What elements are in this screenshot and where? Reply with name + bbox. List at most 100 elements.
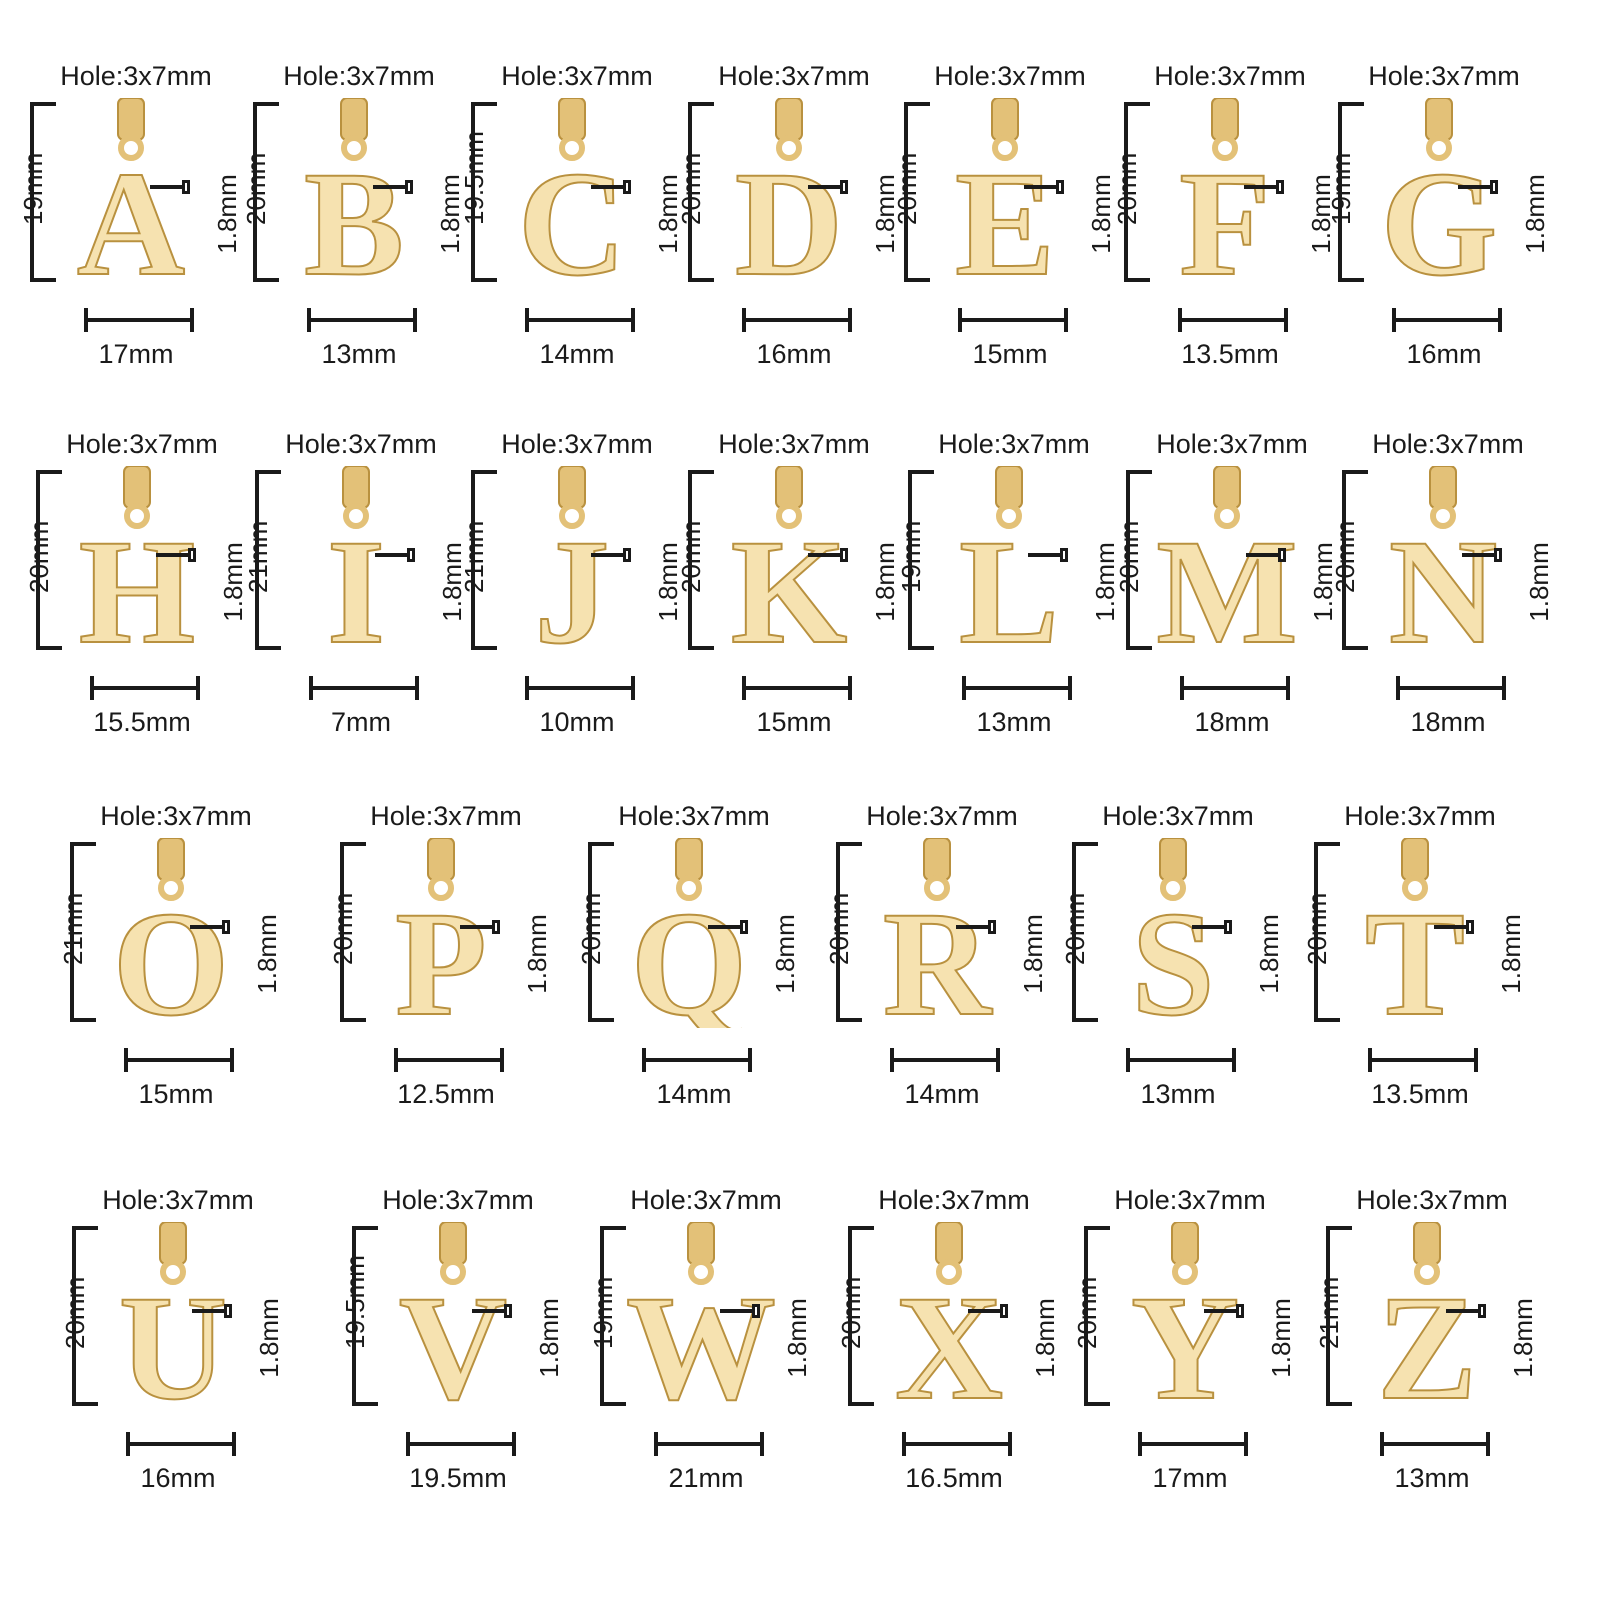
pendant-cell-p: Hole:3x7mm 20mm P 1.8mm 12.5mm [328, 800, 560, 1140]
pendant-bail [439, 1222, 467, 1265]
height-dimension-bar [1342, 470, 1368, 650]
hole-size-label: Hole:3x7mm [102, 1185, 254, 1215]
thickness-indicator [373, 180, 413, 194]
pendant-letter: U [119, 1265, 227, 1412]
pendant-letter: R [883, 881, 993, 1028]
height-label: 20mm [1112, 152, 1142, 225]
height-label: 21mm [243, 520, 273, 593]
height-label: 20mm [328, 892, 358, 965]
width-label: 16mm [756, 339, 832, 369]
height-dimension-bar [688, 470, 714, 650]
height-label: 20mm [1060, 892, 1090, 965]
pendant-letter: Y [1131, 1265, 1239, 1412]
pendant-letter: B [304, 141, 404, 288]
gold-letter-pendant-image: V [398, 1222, 508, 1412]
pendant-cell-k: Hole:3x7mm 20mm K 1.8mm 15mm [676, 428, 908, 768]
width-label: 14mm [904, 1079, 980, 1109]
thickness-indicator [1204, 1304, 1244, 1318]
height-label: 19mm [588, 1276, 618, 1349]
width-dimension-bar [1396, 676, 1506, 700]
pendant-cell-l: Hole:3x7mm 19mm L 1.8mm 13mm [896, 428, 1128, 768]
width-label: 12.5mm [397, 1079, 495, 1109]
hole-size-label: Hole:3x7mm [1344, 801, 1496, 831]
pendant-bail [1211, 98, 1239, 141]
thickness-label: 1.8mm [770, 914, 800, 994]
pendant-jump-ring [1414, 1259, 1440, 1285]
pendant-letter: P [395, 881, 487, 1028]
hole-size-label: Hole:3x7mm [60, 61, 212, 91]
thickness-label: 1.8mm [1266, 1298, 1296, 1378]
pendant-cell-o: Hole:3x7mm 21mm O 1.8mm 15mm [58, 800, 290, 1140]
width-dimension-bar [309, 676, 419, 700]
width-dimension-bar [742, 308, 852, 332]
height-label: 21mm [1314, 1276, 1344, 1349]
height-dimension-bar [340, 842, 366, 1022]
pendant-letter: E [955, 141, 1055, 288]
width-dimension-bar [525, 676, 635, 700]
height-label: 20mm [1330, 520, 1360, 593]
gold-letter-pendant-image: G [1380, 98, 1498, 288]
height-label: 21mm [459, 520, 489, 593]
width-label: 15mm [138, 1079, 214, 1109]
pendant-jump-ring [776, 503, 802, 529]
thickness-indicator [156, 548, 196, 562]
pendant-jump-ring [341, 135, 367, 161]
gold-letter-pendant-image: R [882, 838, 994, 1028]
pendant-cell-e: Hole:3x7mm 20mm E 1.8mm 15mm [892, 60, 1124, 400]
height-dimension-bar [471, 102, 497, 282]
width-dimension-bar [1392, 308, 1502, 332]
pendant-bail [123, 466, 151, 509]
height-label: 20mm [1114, 520, 1144, 593]
thickness-indicator [460, 920, 500, 934]
thickness-label: 1.8mm [1520, 174, 1550, 254]
hole-size-label: Hole:3x7mm [370, 801, 522, 831]
pendant-bail [991, 98, 1019, 141]
pendant-jump-ring [428, 875, 454, 901]
thickness-indicator [1244, 180, 1284, 194]
height-dimension-bar [471, 470, 497, 650]
pendant-letter: I [327, 509, 385, 656]
pendant-bail [1213, 466, 1241, 509]
width-label: 18mm [1410, 707, 1486, 737]
gold-letter-pendant-image: L [958, 466, 1060, 656]
height-dimension-bar [30, 102, 56, 282]
width-label: 14mm [656, 1079, 732, 1109]
pendant-jump-ring [1426, 135, 1452, 161]
gold-letter-pendant-image: H [78, 466, 196, 656]
pendant-jump-ring [124, 503, 150, 529]
height-dimension-bar [255, 470, 281, 650]
pendant-jump-ring [559, 135, 585, 161]
height-dimension-bar [1124, 102, 1150, 282]
height-dimension-bar [70, 842, 96, 1022]
pendant-cell-z: Hole:3x7mm 21mm Z 1.8mm 13mm [1314, 1184, 1546, 1524]
pendant-jump-ring [688, 1259, 714, 1285]
hole-size-label: Hole:3x7mm [1368, 61, 1520, 91]
pendant-jump-ring [158, 875, 184, 901]
thickness-indicator [1246, 548, 1286, 562]
thickness-indicator [1192, 920, 1232, 934]
pendant-jump-ring [1402, 875, 1428, 901]
pendant-bail [675, 838, 703, 881]
width-dimension-bar [394, 1048, 504, 1072]
thickness-indicator [1446, 1304, 1486, 1318]
pendant-jump-ring [1160, 875, 1186, 901]
thickness-label: 1.8mm [252, 914, 282, 994]
height-label: 20mm [676, 520, 706, 593]
height-label: 20mm [824, 892, 854, 965]
pendant-letter: T [1365, 881, 1465, 1028]
width-label: 13mm [976, 707, 1052, 737]
height-dimension-bar [253, 102, 279, 282]
pendant-bail [1425, 98, 1453, 141]
pendant-cell-t: Hole:3x7mm 20mm T 1.8mm 13.5mm [1302, 800, 1534, 1140]
pendant-letter: Q [631, 881, 748, 1028]
gold-letter-pendant-image: P [394, 838, 488, 1028]
hole-size-label: Hole:3x7mm [1154, 61, 1306, 91]
pendant-bail [157, 838, 185, 881]
pendant-cell-q: Hole:3x7mm 20mm Q 1.8mm 14mm [576, 800, 808, 1140]
hole-size-label: Hole:3x7mm [1372, 429, 1524, 459]
width-dimension-bar [124, 1048, 234, 1072]
pendant-letter: W [626, 1265, 776, 1412]
width-label: 16mm [1406, 339, 1482, 369]
gold-letter-pendant-image: W [626, 1222, 776, 1412]
thickness-indicator [1462, 548, 1502, 562]
